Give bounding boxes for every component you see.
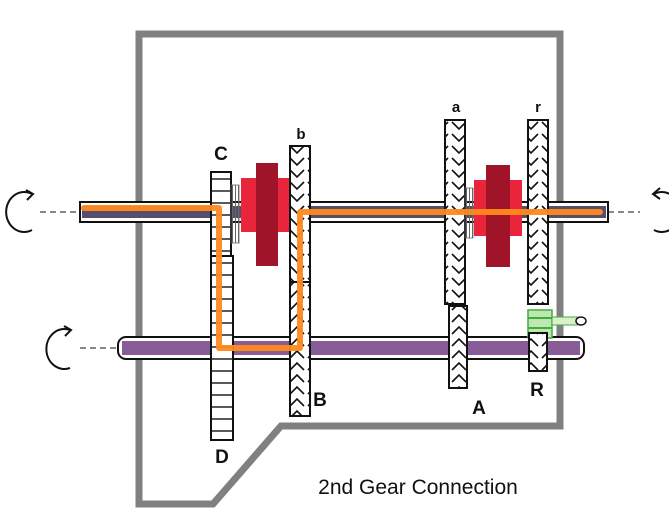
label-gear-D: D	[215, 447, 229, 468]
label-gear-a: a	[452, 99, 461, 116]
label-gear-C: C	[214, 144, 228, 165]
rotation-arrow-output	[651, 187, 669, 233]
synchro-sleeve-1	[241, 163, 291, 266]
rotation-arrow-input	[5, 189, 35, 233]
gear-A	[448, 305, 468, 389]
label-gear-A: A	[472, 398, 486, 419]
label-gear-B: B	[313, 390, 327, 411]
gearbox-housing	[135, 30, 564, 508]
diagram-caption: 2nd Gear Connection	[318, 476, 518, 499]
counter-shaft	[80, 336, 585, 360]
label-gear-r: r	[535, 99, 541, 116]
power-flow-path	[81, 205, 603, 351]
synchro-sleeve-2	[474, 165, 522, 267]
label-gear-b: b	[296, 126, 305, 143]
rotation-arrow-countershaft	[45, 325, 73, 370]
gear-C	[210, 171, 240, 257]
gear-R	[528, 332, 548, 372]
label-gear-R: R	[530, 380, 544, 401]
